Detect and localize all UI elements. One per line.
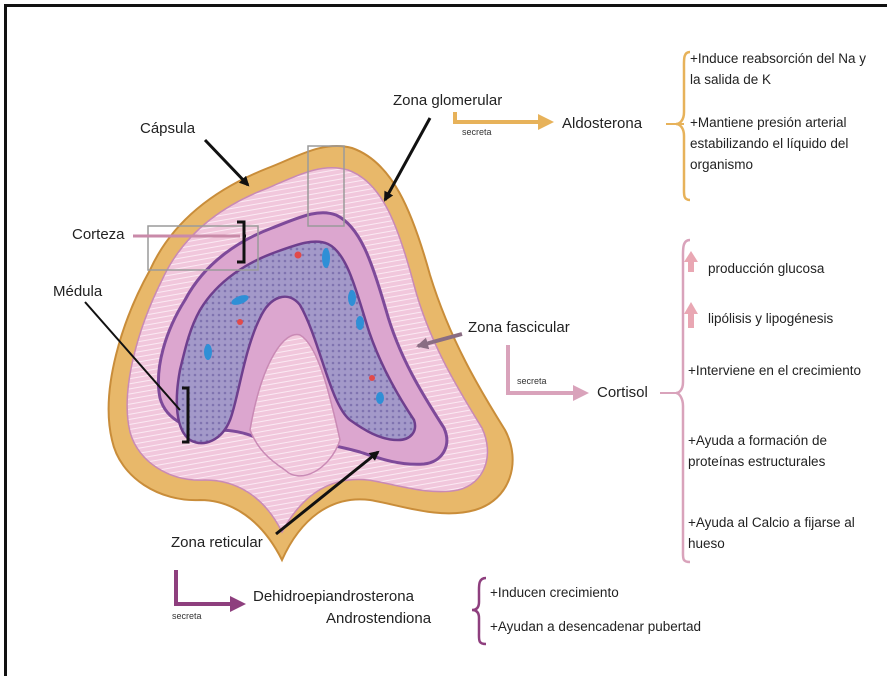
- reticular-secreta-arrow: [176, 570, 232, 604]
- reticular-secreta-label: secreta: [172, 611, 202, 621]
- reticular-brace: [472, 578, 486, 644]
- reticular-effect: +Ayudan a desencadenar pubertad: [490, 616, 750, 637]
- reticular-secreta-arrowhead: [230, 596, 246, 612]
- fascicular-secreta-label: secreta: [517, 376, 547, 386]
- reticular-effect: +Inducen crecimiento: [490, 582, 690, 603]
- aldosterona-effect: +Induce reabsorción del Na y la salida d…: [690, 48, 880, 90]
- cortisol-effect: +Ayuda a formación de proteínas estructu…: [688, 430, 868, 472]
- label-corteza: Corteza: [72, 226, 125, 243]
- fascicular-secreta-arrowhead: [573, 385, 589, 401]
- glomerular-secreta-arrowhead: [538, 114, 554, 130]
- cortisol-effect: +Interviene en el crecimiento: [688, 360, 888, 381]
- label-capsula: Cápsula: [140, 120, 195, 137]
- cortisol-effect: +Ayuda al Calcio a fijarse al hueso: [688, 512, 873, 554]
- hormone-dhea: Dehidroepiandrosterona: [253, 588, 414, 605]
- up-arrow-icon: [684, 302, 698, 328]
- aldosterona-effect: +Mantiene presión arterial estabilizando…: [690, 112, 885, 175]
- glomerular-arrow: [385, 118, 430, 200]
- cortisol-effect: lipólisis y lipogénesis: [708, 308, 878, 329]
- label-zona-fascicular: Zona fascicular: [468, 319, 570, 336]
- up-arrow-icon: [684, 251, 698, 272]
- label-zona-reticular: Zona reticular: [171, 534, 263, 551]
- glomerular-secreta-label: secreta: [462, 127, 492, 137]
- hormone-cortisol: Cortisol: [597, 384, 648, 401]
- label-zona-glomerular: Zona glomerular: [393, 92, 502, 109]
- hormone-aldosterona: Aldosterona: [562, 115, 642, 132]
- hormone-androstendiona: Androstendiona: [326, 610, 431, 627]
- label-medula: Médula: [53, 283, 102, 300]
- capsula-arrow: [205, 140, 248, 185]
- cortisol-effect: producción glucosa: [708, 258, 878, 279]
- glomerular-brace: [676, 52, 690, 200]
- glomerular-secreta-arrow: [455, 112, 540, 122]
